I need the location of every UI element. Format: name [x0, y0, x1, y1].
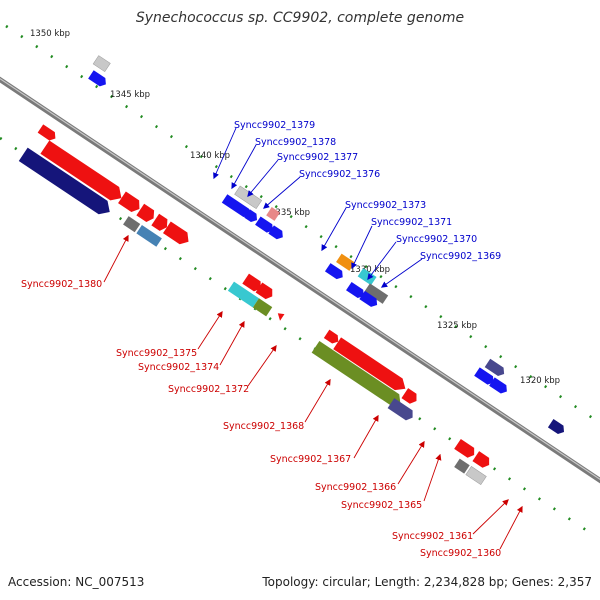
gene-label-1373: Syncc9902_1373: [345, 200, 426, 211]
gene-olive-1367: [311, 341, 401, 406]
gene-blue-1362b: [474, 367, 494, 385]
gene-red-1368b: [333, 337, 406, 391]
gene-blue-small-1: [88, 70, 106, 87]
gene-red-1380a: [118, 191, 140, 213]
kbp-label-1345: 1345 kbp: [110, 90, 150, 100]
gene-label-1369: Syncc9902_1369: [420, 251, 501, 262]
gene-label-1365: Syncc9902_1365: [341, 500, 422, 511]
gene-red-1375a: [242, 273, 261, 292]
kbp-label-1340: 1340 kbp: [190, 151, 230, 161]
genome-backbone: [0, 76, 600, 484]
gene-1370: [364, 283, 389, 304]
gene-label-1378: Syncc9902_1378: [255, 137, 336, 148]
outer-strand-features: [88, 55, 565, 434]
gene-label-1375: Syncc9902_1375: [116, 348, 197, 359]
outer-leader-lines: [213, 127, 423, 288]
gene-label-1366: Syncc9902_1366: [315, 482, 396, 493]
inner-strand-features: [18, 124, 490, 486]
gene-red-1380d: [162, 221, 189, 245]
gene-blue-1378: [244, 209, 258, 223]
gene-label-1372: Syncc9902_1372: [168, 384, 249, 395]
gene-blue-1362c: [489, 377, 507, 394]
gene-label-1380: Syncc9902_1380: [21, 279, 102, 290]
gene-blue-1373b: [324, 263, 343, 280]
gene-label-1360: Syncc9902_1360: [420, 548, 501, 559]
gene-blue-1379b: [221, 194, 252, 218]
gene-1381: [92, 55, 111, 73]
gene-1377: [266, 207, 281, 221]
kbp-label-1335: 1335 kbp: [270, 208, 310, 218]
gene-label-1371: Syncc9902_1371: [371, 217, 452, 228]
gene-label-1379: Syncc9902_1379: [234, 120, 315, 131]
gene-label-1377: Syncc9902_1377: [277, 152, 358, 163]
gene-red-1361b: [472, 451, 490, 468]
topology-text: Topology: circular; Length: 2,234,828 bp…: [261, 575, 592, 589]
outer-tick-row: [5, 24, 600, 425]
gene-red-1383: [37, 124, 56, 141]
gene-red-1375b: [255, 282, 273, 300]
gene-1371: [357, 268, 377, 286]
gene-blue-1376a: [255, 216, 273, 233]
gene-label-1367: Syncc9902_1367: [270, 454, 351, 465]
gene-cyan-1375: [227, 281, 259, 308]
kbp-label-1325: 1325 kbp: [437, 321, 477, 331]
gene-lightgray-1360: [465, 466, 487, 486]
gene-label-1361: Syncc9902_1361: [392, 531, 473, 542]
gene-red-1361a: [454, 438, 475, 458]
gene-gray-1361: [454, 458, 470, 474]
kbp-label-1320: 1320 kbp: [520, 376, 560, 386]
gene-red-1372: [277, 313, 285, 321]
kbp-label-1330: 1330 kbp: [350, 265, 390, 275]
kbp-label-1350: 1350 kbp: [30, 29, 70, 39]
gene-label-1374: Syncc9902_1374: [138, 362, 219, 373]
inner-leader-lines: [103, 234, 523, 550]
gene-red-1366: [401, 388, 417, 404]
gene-label-1368: Syncc9902_1368: [223, 421, 304, 432]
map-title: Synechococcus sp. CC9902, complete genom…: [136, 10, 464, 26]
gene-red-1380c: [151, 213, 168, 231]
gene-red-1380b: [136, 203, 155, 223]
gene-navy-1381: [18, 147, 110, 215]
gene-red-1382: [40, 140, 122, 201]
gene-1373: [336, 253, 355, 271]
gene-blue-1369b: [359, 290, 378, 307]
gene-navy-1359: [547, 418, 565, 434]
gene-gray-1380: [123, 216, 141, 233]
gene-olive-1374: [252, 298, 273, 317]
gene-blue-1369a: [346, 281, 364, 299]
gene-label-1376: Syncc9902_1376: [299, 169, 380, 180]
gene-steel-1380: [136, 225, 162, 247]
genome-backbone-highlight: [0, 77, 600, 481]
gene-red-1368a: [323, 329, 339, 344]
accession-text: Accession: NC_007513: [8, 575, 144, 589]
gene-slate-1362: [484, 358, 505, 376]
gene-slate-1365: [387, 398, 413, 421]
feature-tracks: [18, 55, 565, 486]
gene-blue-1376b: [268, 225, 283, 240]
gene-label-1370: Syncc9902_1370: [396, 234, 477, 245]
